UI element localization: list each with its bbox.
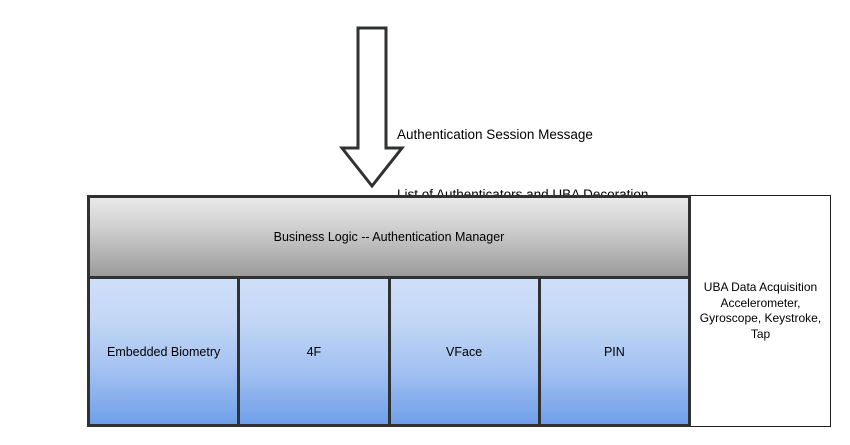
authentication-stack-column: Business Logic -- Authentication Manager… [87,195,691,427]
uba-panel-line-3: Gyroscope, Keystroke, [699,311,822,325]
authenticator-row: Embedded Biometry 4F VFace PIN [90,276,688,424]
architecture-block: Business Logic -- Authentication Manager… [87,195,831,427]
uba-data-acquisition-panel: UBA Data Acquisition Accelerometer, Gyro… [691,195,831,427]
arrow-caption-line-1: Authentication Session Message [397,127,593,142]
uba-panel-line-2: Accelerometer, [720,295,801,310]
uba-panel-line-1: UBA Data Acquisition [703,280,818,294]
down-arrow-icon [338,26,406,189]
authenticator-cell-vface: VFace [390,279,541,424]
authenticator-cell-4f: 4F [240,279,391,424]
uba-panel-line-4: Tap [750,326,771,341]
authenticator-label: 4F [306,344,322,359]
authenticator-label: PIN [603,344,625,359]
business-logic-bar: Business Logic -- Authentication Manager [90,198,688,276]
authenticator-label: Embedded Biometry [106,344,221,359]
authenticator-cell-embedded-biometry: Embedded Biometry [90,279,241,424]
authenticator-label: VFace [446,344,483,359]
business-logic-label: Business Logic -- Authentication Manager [273,230,505,244]
authenticator-cell-pin: PIN [540,279,688,424]
uba-panel-label: UBA Data Acquisition Accelerometer, Gyro… [700,280,821,342]
